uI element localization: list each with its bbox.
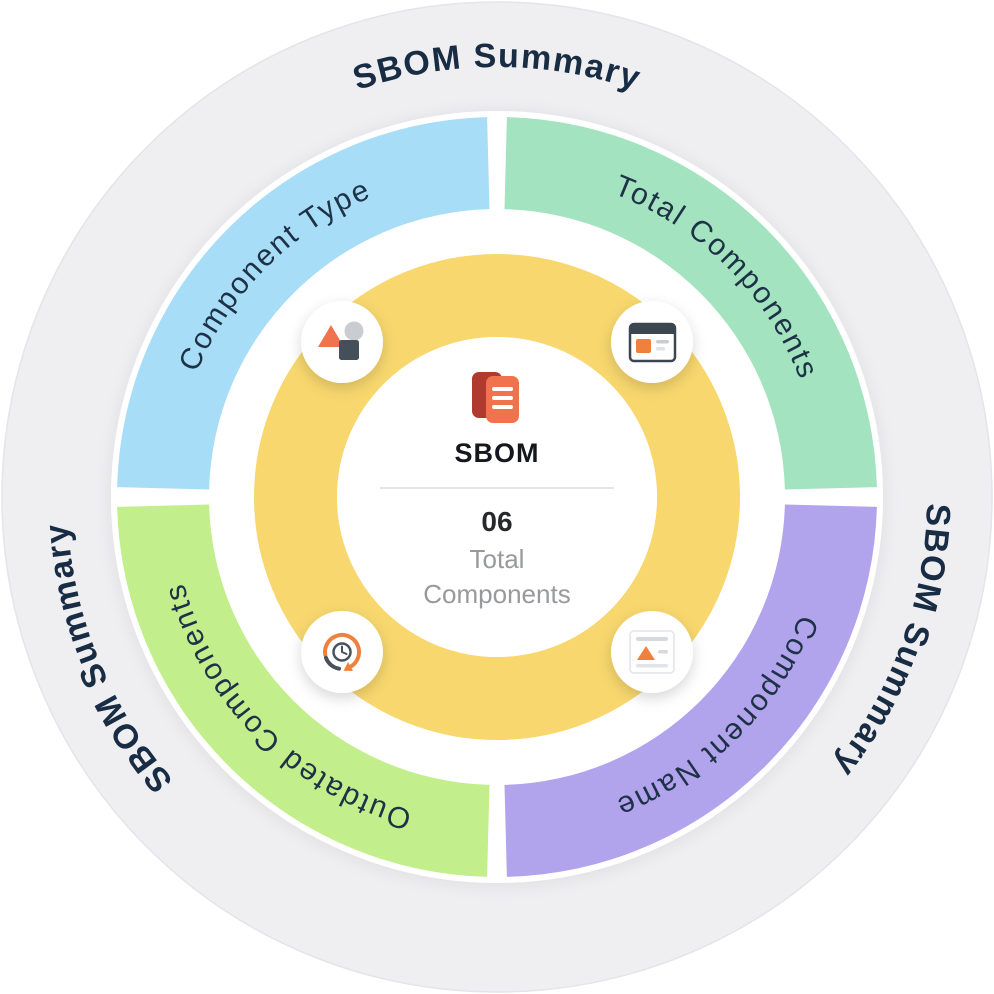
segment-component-name [504, 504, 877, 877]
segment-component-type [117, 117, 490, 490]
count-label-line2: Components [423, 579, 570, 609]
segment-total-components [504, 117, 877, 490]
total-components-browser-icon [628, 322, 677, 363]
badge-total-components [611, 301, 693, 383]
outdated-components-refresh-clock-icon [323, 632, 362, 671]
center-disc [337, 337, 657, 657]
total-components-count: 06 [481, 506, 512, 537]
badge-component-type [301, 301, 383, 383]
segment-outdated-components [117, 504, 490, 877]
sbom-document-icon [472, 372, 519, 423]
badge-component-name [611, 611, 693, 693]
badge-outdated-components [301, 611, 383, 693]
center-card: SBOM 06 Total Components [380, 372, 614, 609]
component-name-article-icon [629, 630, 675, 674]
center-title: SBOM [455, 438, 540, 468]
component-type-shapes-icon [318, 321, 364, 360]
inner-ring [254, 254, 740, 740]
count-label-line1: Total [470, 544, 525, 574]
